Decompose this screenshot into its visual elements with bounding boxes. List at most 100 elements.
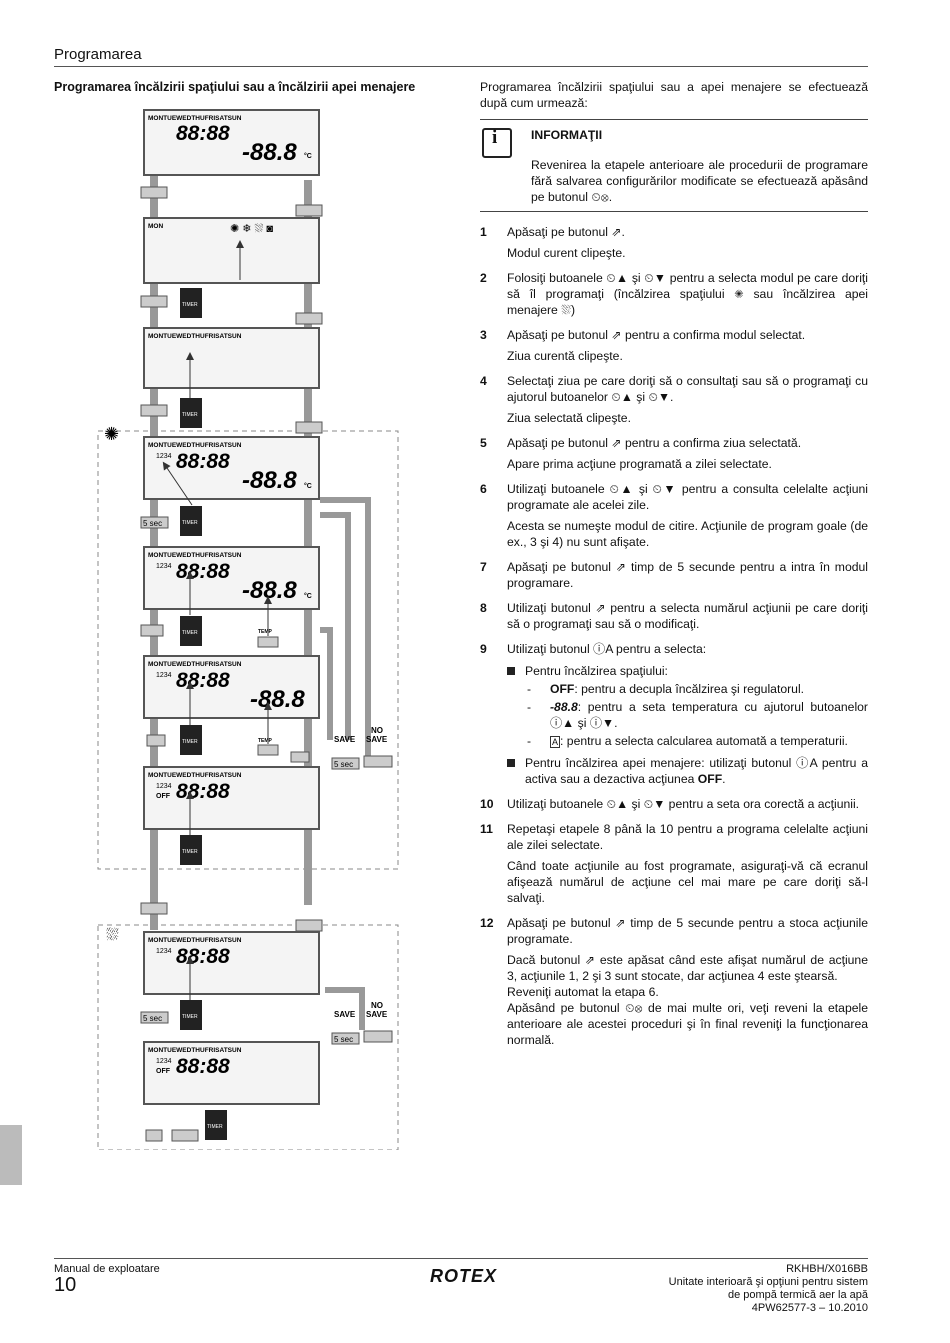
actions-label: 1234: [156, 948, 172, 955]
five-sec-label: 5 sec: [143, 1014, 162, 1023]
lcd-screen-3: MONTUEWEDTHUFRISATSUN: [143, 327, 320, 389]
step-number: 9: [480, 642, 487, 656]
step-12: 12 Apăsaţi pe butonul ⇗ timp de 5 secund…: [480, 915, 868, 1048]
step-text: Utilizaţi butoanele ⏲▲ şi ⏲▼ pentru a co…: [507, 482, 868, 512]
clock-readout: 88:88: [176, 122, 230, 145]
clock-readout: 88:88: [176, 669, 230, 692]
step-number: 6: [480, 482, 487, 496]
no-label: NO: [371, 1001, 383, 1010]
step-number: 4: [480, 374, 487, 388]
info-title: INFORMAŢII: [531, 128, 603, 142]
temp-readout: -88.8: [242, 467, 297, 494]
step-number: 10: [480, 797, 494, 811]
page-number: 10: [54, 1274, 77, 1296]
step-subtext: Ziua curentă clipeşte.: [507, 349, 623, 363]
step-text: Folosiţi butoanele ⏲▲ şi ⏲▼ pentru a sel…: [507, 271, 868, 317]
step-text: Utilizaţi butonul ⇗ pentru a selecta num…: [507, 601, 868, 631]
space-heating-option: Pentru încălzirea spaţiului: -OFF: pentr…: [507, 663, 868, 750]
save-label: SAVE: [334, 1010, 356, 1019]
footer-rule: [54, 1258, 868, 1259]
rotex-logo: ROTEX: [430, 1266, 498, 1286]
step-text: Apăsaţi pe butonul ⇗.: [507, 225, 625, 239]
temp-label: TEMP: [258, 738, 273, 744]
days-label: MONTUEWEDTHUFRISATSUN: [148, 772, 242, 779]
step-text: Apăsaţi pe butonul ⇗ timp de 5 secunde p…: [507, 916, 868, 946]
temp-keypad: TEMP TEMP: [258, 629, 273, 744]
step-number: 1: [480, 225, 487, 239]
temp-readout: -88.8: [250, 686, 305, 713]
unit-label: °C: [304, 152, 312, 160]
option-off: -OFF: pentru a decupla încălzirea şi reg…: [527, 682, 805, 696]
step-6: 6 Utilizaţi butoanele ⏲▲ şi ⏲▼ pentru a …: [480, 481, 868, 550]
info-icon: i: [482, 128, 512, 158]
mode-icons: ✺ ❄ ⛆ ◙: [230, 223, 273, 235]
five-sec-label: 5 sec: [334, 1035, 353, 1044]
timer-label: TIMER: [182, 849, 198, 855]
off-label: OFF: [156, 1068, 171, 1075]
temp-label: TEMP: [258, 629, 273, 635]
five-sec-label: 5 sec: [143, 519, 162, 528]
right-column: Programarea încălzirii spaţiului sau a a…: [480, 79, 868, 1057]
days-label: MONTUEWEDTHUFRISATSUN: [148, 661, 242, 668]
day-label: MON: [148, 223, 163, 230]
five-sec-label: 5 sec: [334, 760, 353, 769]
step-text: Selectaţi ziua pe care doriţi să o consu…: [507, 374, 868, 404]
info-box: i INFORMAŢII Revenirea la etapele anteri…: [480, 119, 868, 212]
temp-readout: -88.8: [242, 577, 297, 604]
intro-text: Programarea încălzirii spaţiului sau a a…: [480, 80, 868, 110]
step-3: 3 Apăsaţi pe butonul ⇗ pentru a confirma…: [480, 327, 868, 364]
clock-readout: 88:88: [176, 450, 230, 473]
save-label: SAVE: [366, 735, 388, 744]
option-key: OFF: [697, 772, 723, 786]
option-text: : pentru a selecta calcularea automată a…: [560, 734, 848, 748]
step-subtext: Modul curent clipeşte.: [507, 246, 626, 260]
section-header: Programarea: [54, 46, 142, 63]
option-auto: -A: pentru a selecta calcularea automată…: [527, 734, 848, 748]
timer-label: TIMER: [182, 739, 198, 745]
step-9: 9 Utilizaţi butonul ⓘA pentru a selecta:…: [480, 641, 868, 787]
lcd-screen-2: MON ✺ ❄ ⛆ ◙: [143, 217, 320, 284]
actions-label: 1234: [156, 783, 172, 790]
option-key: A: [550, 736, 561, 748]
days-label: MONTUEWEDTHUFRISATSUN: [148, 552, 242, 559]
clock-readout: 88:88: [176, 780, 230, 803]
timer-label: TIMER: [182, 302, 198, 308]
step-number: 2: [480, 271, 487, 285]
left-title: Programarea încălzirii spaţiului sau a î…: [54, 80, 416, 94]
step-number: 11: [480, 822, 493, 836]
clock-readout: 88:88: [176, 1055, 230, 1078]
actions-label: 1234: [156, 563, 172, 570]
clock-readout: 88:88: [176, 945, 230, 968]
unit-label: °C: [304, 482, 312, 490]
unit-label: °C: [304, 592, 312, 600]
days-label: MONTUEWEDTHUFRISATSUN: [148, 442, 242, 449]
days-label: MONTUEWEDTHUFRISATSUN: [148, 1047, 242, 1054]
step-subtext: Apăsând pe butonul ⏲⊗ de mai multe ori, …: [507, 1001, 868, 1047]
step-subtext: Dacă butonul ⇗ este apăsat când este afi…: [507, 953, 868, 983]
footer-desc-2: de pompă termică aer la apă: [727, 1289, 868, 1301]
step-subtext: Ziua selectată clipeşte.: [507, 411, 631, 425]
water-heating-group: [97, 924, 399, 1150]
option-temp: --88.8: pentru a seta temperatura cu aju…: [527, 700, 868, 730]
lcd-screen-1: MONTUEWEDTHUFRISATSUN 88:88 -88.8 °C: [143, 109, 320, 176]
timer-label: TIMER: [207, 1124, 223, 1130]
step-number: 3: [480, 328, 487, 342]
lcd-screen-9: MONTUEWEDTHUFRISATSUN 1234 OFF 88:88: [143, 1041, 320, 1105]
days-label: MONTUEWEDTHUFRISATSUN: [148, 937, 242, 944]
step-number: 8: [480, 601, 487, 615]
lcd-screen-4: MONTUEWEDTHUFRISATSUN 1234 88:88 -88.8 °…: [143, 436, 320, 500]
step-9-options: Pentru încălzirea spaţiului: -OFF: pentr…: [507, 663, 868, 787]
step-7: 7 Apăsaţi pe butonul ⇗ timp de 5 secunde…: [480, 559, 868, 591]
timer-label: TIMER: [182, 630, 198, 636]
days-label: MONTUEWEDTHUFRISATSUN: [148, 333, 242, 340]
option-key: OFF: [550, 682, 575, 696]
actions-label: 1234: [156, 453, 172, 460]
option-text: .: [722, 772, 726, 786]
off-label: OFF: [156, 793, 171, 800]
step-4: 4 Selectaţi ziua pe care doriţi să o con…: [480, 373, 868, 426]
step-number: 12: [480, 916, 494, 930]
step-8: 8 Utilizaţi butonul ⇗ pentru a selecta n…: [480, 600, 868, 632]
save-label: SAVE: [334, 735, 356, 744]
lcd-screen-6: MONTUEWEDTHUFRISATSUN 1234 88:88 -88.8: [143, 655, 320, 719]
step-11: 11 Repetaşi etapele 8 până la 10 pentru …: [480, 821, 868, 906]
